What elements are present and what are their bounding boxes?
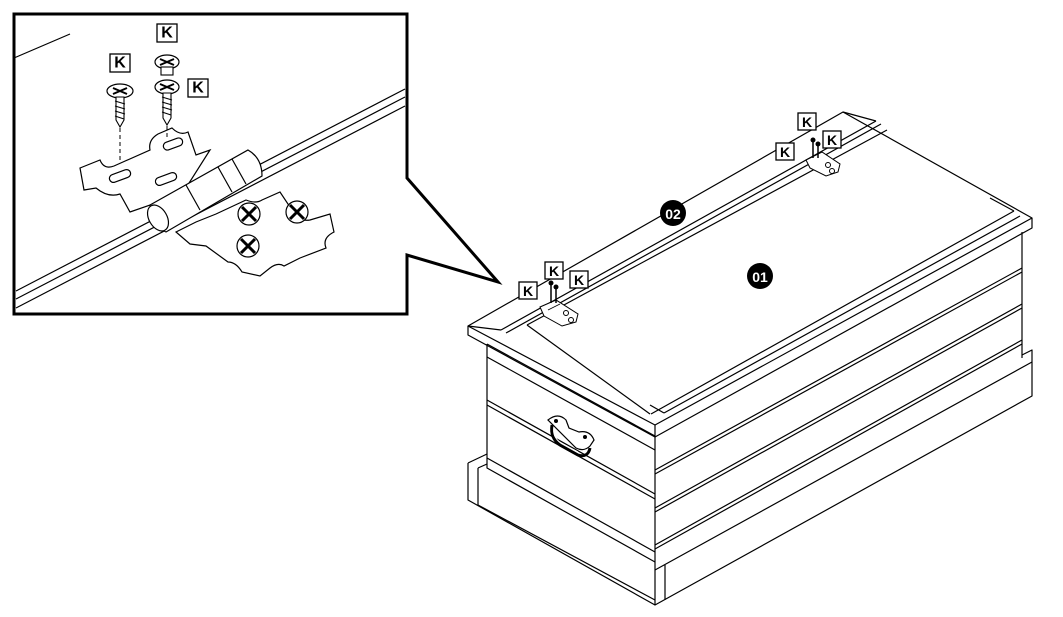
- svg-text:K: K: [192, 80, 204, 97]
- detail-callout: K K K: [12, 12, 503, 316]
- chest-front-face: [486, 343, 656, 563]
- k-label-left-2: K: [544, 261, 564, 280]
- hinge-left-installed: [539, 280, 579, 327]
- screw-k-top: [154, 54, 180, 76]
- svg-text:K: K: [802, 114, 812, 130]
- svg-text:K: K: [523, 283, 533, 299]
- chest-lid: [467, 111, 1033, 438]
- k-label-detail-top: K: [156, 23, 178, 43]
- k-label-right-2: K: [797, 112, 817, 131]
- chest-side-face: [654, 232, 1023, 570]
- side-handle: [547, 415, 595, 458]
- svg-text:K: K: [161, 25, 173, 42]
- svg-text:K: K: [114, 55, 126, 72]
- svg-text:K: K: [780, 144, 790, 160]
- storage-chest: K K K K K K 02 01: [467, 111, 1033, 606]
- k-label-detail-right: K: [187, 78, 209, 98]
- k-label-right-3: K: [822, 130, 842, 149]
- screw-k-left: [106, 83, 134, 160]
- hinge-detail: [79, 127, 335, 277]
- k-label-detail-left: K: [109, 53, 131, 73]
- k-label-left-1: K: [518, 281, 538, 300]
- hinge-knuckle: [146, 149, 263, 233]
- svg-text:K: K: [574, 272, 584, 288]
- svg-text:K: K: [549, 263, 559, 279]
- svg-text:01: 01: [752, 269, 768, 285]
- hinge-right-installed: [805, 137, 841, 177]
- k-label-right-1: K: [775, 142, 795, 161]
- k-label-left-3: K: [569, 270, 589, 289]
- installed-screw-heads: [236, 200, 309, 258]
- svg-text:K: K: [827, 132, 837, 148]
- screw-k-middle: [154, 79, 180, 140]
- chest-base: [467, 349, 1033, 606]
- svg-text:02: 02: [665, 206, 681, 222]
- part-badge-02: 02: [660, 200, 686, 226]
- part-badge-01: 01: [747, 263, 773, 289]
